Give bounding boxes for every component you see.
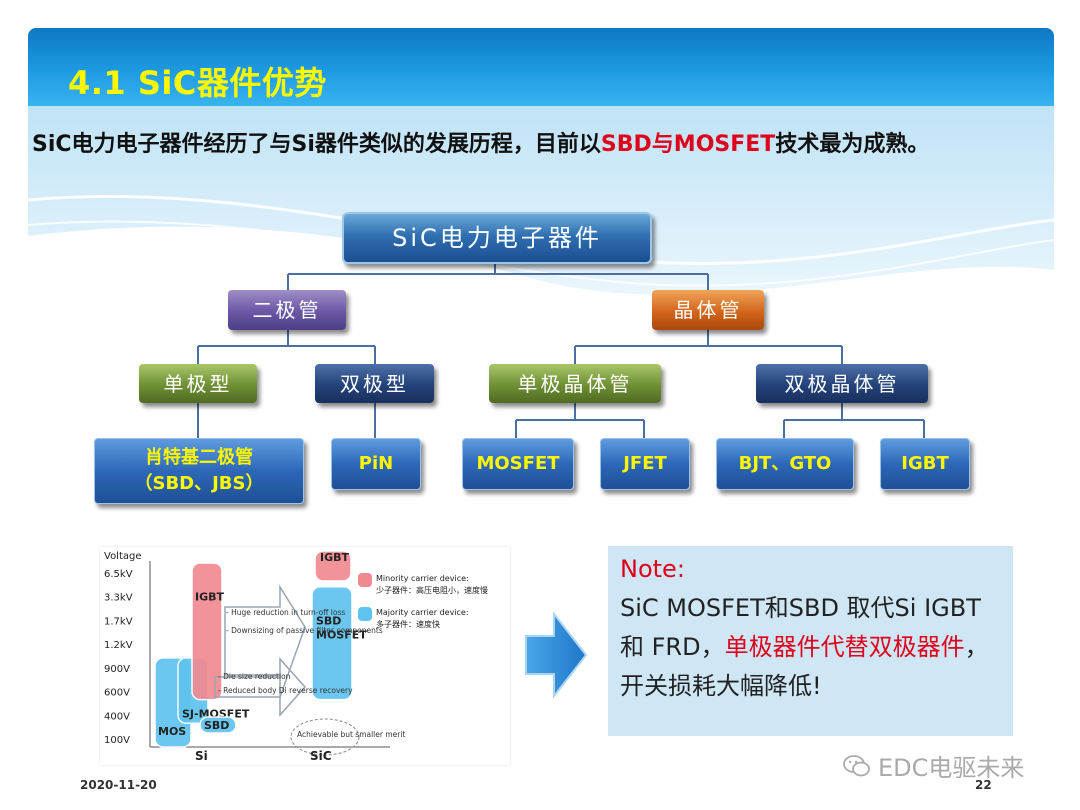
node-diode: 二极管 bbox=[228, 290, 346, 330]
right-arrow-icon bbox=[524, 610, 588, 704]
leaf-mosfet: MOSFET bbox=[462, 438, 574, 490]
watermark-text: EDC电驱未来 bbox=[878, 754, 1025, 782]
chart-bar bbox=[199, 716, 237, 734]
footer-date: 2020-11-20 bbox=[80, 778, 157, 792]
tree-root-sic-devices: SiC电力电子器件 bbox=[342, 212, 652, 264]
chart-bar-label: IGBT bbox=[195, 591, 225, 604]
chart-ytick: 900V bbox=[104, 664, 130, 675]
leaf-bjt-gto: BJT、GTO bbox=[716, 438, 854, 490]
chart-annotation: - Reduced body Di reverse recovery bbox=[218, 686, 353, 695]
chart-annotation: - Huge reduction in turn-off loss bbox=[226, 608, 345, 617]
chart-bar-label: SBD bbox=[316, 614, 341, 627]
chart-legend-label: Majority carrier device: bbox=[376, 608, 469, 617]
chart-annotation: - Die size reduction bbox=[218, 672, 291, 681]
node-unipolar: 单极型 bbox=[139, 364, 257, 403]
leaf-jfet: JFET bbox=[600, 438, 690, 490]
chart-legend-swatch bbox=[358, 573, 372, 587]
chart-xgroup: Si bbox=[195, 749, 208, 763]
voltage-chart-svg: Voltage 100V 400V 600V 900V 1.2kV 1.7kV 3.3kV 6… bbox=[104, 550, 488, 763]
chart-legend: Minority carrier device: 少子器件：高压电阻小，速度慢 Ma… bbox=[358, 573, 488, 629]
node-transistor: 晶体管 bbox=[652, 290, 764, 330]
slide-title: 4.1 SiC器件优势 bbox=[68, 64, 327, 102]
chart-legend-desc: 少子器件：高压电阻小，速度慢 bbox=[376, 585, 488, 595]
note-heading: Note: bbox=[620, 555, 685, 583]
chart-bar bbox=[311, 585, 353, 701]
chart-ytick: 1.2kV bbox=[104, 640, 133, 651]
chart-bar bbox=[191, 562, 223, 701]
intro-part2: 技术最为成熟。 bbox=[775, 132, 930, 157]
leaf-pin: PiN bbox=[331, 438, 421, 490]
voltage-chart: Voltage 100V 400V 600V 900V 1.2kV 1.7kV 3.3kV 6… bbox=[100, 547, 510, 765]
note-box: Note: SiC MOSFET和SBD 取代Si IGBT和 FRD，单极器件… bbox=[608, 546, 1013, 736]
chart-ytick: 1.7kV bbox=[104, 616, 133, 627]
chart-bar-label: SBD bbox=[204, 719, 229, 732]
chart-ytick: 600V bbox=[104, 688, 130, 699]
note-body: SiC MOSFET和SBD 取代Si IGBT和 FRD，单极器件代替双极器件… bbox=[620, 589, 1001, 706]
chart-bar-label: MOSFET bbox=[316, 628, 367, 641]
chart-ylabel: Voltage bbox=[104, 551, 142, 562]
chart-merit-ellipse bbox=[290, 718, 360, 756]
schottky-line1: 肖特基二极管 bbox=[145, 447, 253, 468]
chart-annotation: Achievable but smaller merit bbox=[297, 730, 405, 739]
watermark: EDC电驱未来 bbox=[842, 748, 1024, 783]
leaf-igbt: IGBT bbox=[880, 438, 970, 490]
chart-bar-label: IGBT bbox=[320, 551, 350, 564]
leaf-schottky-diode: 肖特基二极管 （SBD、JBS） bbox=[94, 438, 304, 504]
chart-bar-label: MOS bbox=[158, 725, 186, 738]
chart-ytick: 100V bbox=[104, 735, 130, 746]
note-line-a: SiC MOSFET和SBD 取代Si IGBT和 FRD， bbox=[620, 594, 981, 661]
chart-legend-desc: 多子器件：速度快 bbox=[376, 619, 440, 629]
chart-bar bbox=[314, 550, 352, 582]
intro-highlight: SBD与MOSFET bbox=[600, 132, 776, 157]
node-unipolar-transistor: 单极晶体管 bbox=[489, 364, 661, 403]
note-highlight: 单极器件代替双极器件 bbox=[724, 633, 965, 661]
node-bipolar-transistor: 双极晶体管 bbox=[756, 364, 928, 403]
chart-ytick: 6.5kV bbox=[104, 569, 133, 580]
node-bipolar: 双极型 bbox=[315, 364, 434, 403]
chart-legend-swatch bbox=[358, 607, 372, 621]
chart-yticks: 100V 400V 600V 900V 1.2kV 1.7kV 3.3kV 6.5kV bbox=[104, 569, 133, 746]
chart-arrow bbox=[224, 584, 306, 698]
intro-text: SiC电力电子器件经历了与Si器件类似的发展历程，目前以SBD与MOSFET技术… bbox=[32, 122, 1042, 168]
chart-annotation: - Downsizing of passive filter component… bbox=[226, 626, 383, 635]
note-line-b: ，开关损耗大幅降低! bbox=[620, 633, 989, 700]
chart-legend-label: Minority carrier device: bbox=[376, 574, 469, 583]
intro-part1: SiC电力电子器件经历了与Si器件类似的发展历程，目前以 bbox=[32, 132, 601, 157]
chart-ytick: 3.3kV bbox=[104, 593, 133, 604]
title-bar bbox=[28, 28, 1054, 106]
chart-xgroup: SiC bbox=[310, 749, 332, 763]
chart-arrow bbox=[214, 657, 307, 717]
chart-annotations: - Huge reduction in turn-off loss - Downs… bbox=[218, 608, 405, 756]
chart-ytick: 400V bbox=[104, 711, 130, 722]
chart-bar-label: SJ-MOSFET bbox=[182, 707, 250, 720]
chart-xgroups: Si SiC bbox=[195, 749, 332, 763]
schottky-line2: （SBD、JBS） bbox=[134, 473, 264, 494]
wechat-icon bbox=[843, 754, 870, 776]
footer-page-number: 22 bbox=[975, 778, 992, 792]
